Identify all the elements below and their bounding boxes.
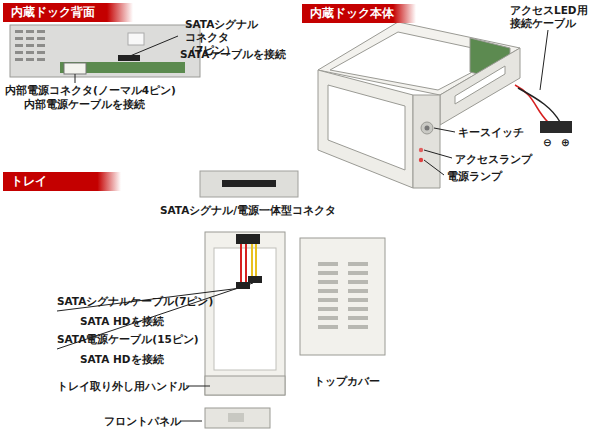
front-panel: [180, 408, 270, 428]
leader-line: [540, 30, 548, 90]
power-connector: [64, 63, 86, 74]
part-label: トップカバー: [314, 375, 380, 388]
note-label: 内部電源ケーブルを接続: [24, 98, 145, 111]
top-cover: [300, 238, 385, 355]
dock-rear-photo: [10, 25, 200, 83]
dock-rear-body: [10, 25, 200, 77]
part-label: フロントパネル: [104, 415, 181, 428]
polarity-symbol: ⊕: [561, 136, 570, 149]
dock-side: [440, 48, 520, 125]
led-connector: [540, 121, 572, 133]
sata-connector: [118, 55, 140, 61]
part-label: SATA電源ケーブル(15ピン): [57, 333, 199, 346]
header-text: トレイ: [11, 174, 113, 189]
header-text: 内蔵ドック背面: [11, 5, 125, 20]
note-label: SATAケーブルを接続: [180, 48, 286, 61]
dock-front: [318, 70, 413, 188]
leader-lines: [424, 128, 455, 175]
part-label: 電源ランプ: [447, 170, 502, 183]
vent-grid: [15, 30, 45, 61]
sticker: [128, 33, 144, 45]
leader-line: [130, 36, 178, 56]
part-label: 内部電源コネクタ(ノーマル4ピン): [5, 84, 176, 97]
tray: [57, 232, 285, 395]
part-label: SATAシグナルケーブル(7ピン): [57, 295, 213, 308]
part-label: SATAシグナル/電源一体型コネクタ: [160, 204, 336, 217]
section-header: 内蔵ドック本体: [302, 4, 416, 23]
dock-bezel: [413, 95, 440, 188]
key-switch: [421, 122, 433, 134]
power-lamp: [419, 158, 423, 162]
leader-line: [75, 74, 76, 83]
pcb-strip: [60, 62, 185, 73]
led-cable: [515, 30, 572, 133]
polarity-symbol: ⊖: [543, 136, 552, 149]
section-header: トレイ: [3, 172, 121, 191]
tray-connector-photo: [200, 171, 298, 197]
note-label: SATA HDを接続: [80, 353, 164, 366]
header-text: 内蔵ドック本体: [310, 6, 408, 21]
section-header: 内蔵ドック背面: [3, 3, 133, 22]
part-label: キースイッチ: [458, 126, 524, 139]
part-label: トレイ取り外し用ハンドル: [57, 380, 189, 393]
part-label: アクセスランプ: [455, 153, 532, 166]
access-lamp: [419, 148, 423, 152]
dock-front-opening: [328, 85, 405, 170]
note-label: SATA HDを接続: [80, 315, 164, 328]
dock-side-opening: [455, 66, 505, 104]
part-label: アクセスLED用 接続ケーブル: [510, 4, 586, 30]
